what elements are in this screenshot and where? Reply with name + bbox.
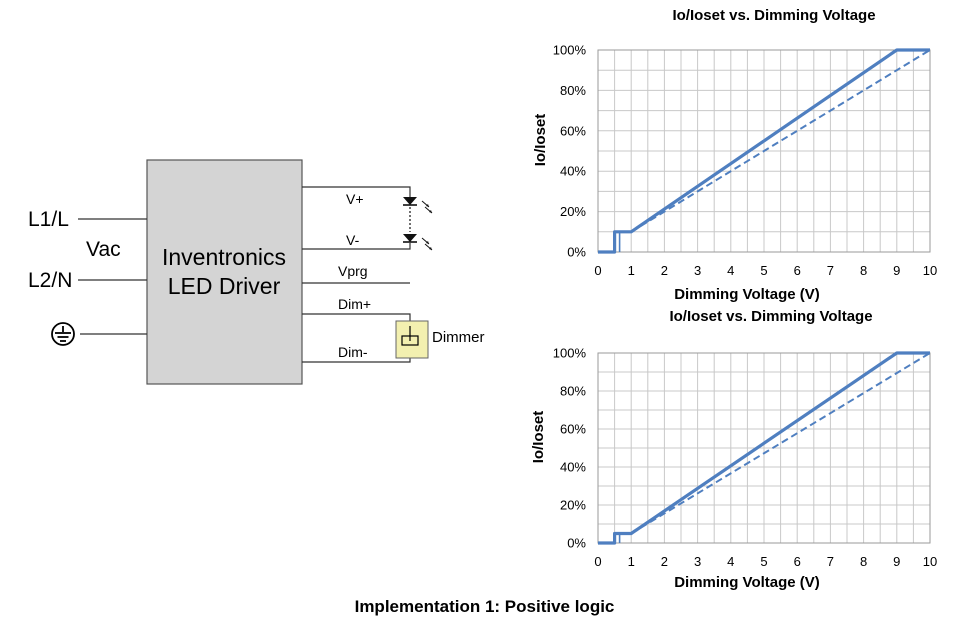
chart-grid [597, 352, 931, 544]
x-tick-label: 0 [594, 554, 601, 569]
dimmer-label: Dimmer [432, 329, 485, 346]
chart-ylabel: Io/Ioset [532, 114, 549, 167]
x-tick-label: 7 [827, 554, 834, 569]
x-tick-label: 10 [923, 263, 937, 278]
earth-ground-icon [51, 322, 75, 346]
chart-series [598, 48, 931, 254]
y-tick-label: 0% [567, 245, 586, 260]
y-tick-label: 100% [553, 346, 587, 361]
chart-xlabel: Dimming Voltage (V) [674, 286, 820, 303]
y-tick-label: 60% [560, 422, 586, 437]
vplus-wire [302, 186, 411, 197]
y-tick-label: 80% [560, 83, 586, 98]
x-tick-label: 5 [760, 554, 767, 569]
chart-top: Io/Ioset vs. Dimming Voltage Io/Ioset Di… [532, 7, 937, 303]
x-tick-label: 8 [860, 263, 867, 278]
series-line-solid [598, 351, 930, 545]
chart-grid [597, 49, 931, 253]
wiring-diagram: Inventronics LED Driver L1/L Vac L2/N V+… [28, 159, 485, 385]
y-tick-label: 40% [560, 164, 586, 179]
y-tick-label: 20% [560, 204, 586, 219]
chart-bottom: Io/Ioset vs. Dimming Voltage Io/Ioset Di… [530, 308, 937, 591]
vminus-label: V- [346, 232, 360, 248]
x-tick-label: 5 [760, 263, 767, 278]
vminus-wire [302, 243, 411, 250]
x-tick-label: 10 [923, 554, 937, 569]
chart-title: Io/Ioset vs. Dimming Voltage [669, 308, 872, 325]
led-icon [403, 234, 433, 251]
y-tick-label: 80% [560, 384, 586, 399]
x-tick-label: 9 [893, 263, 900, 278]
y-tick-label: 60% [560, 123, 586, 138]
chart-ylabel: Io/Ioset [530, 411, 547, 464]
dimmer-box [395, 320, 429, 359]
dimplus-label: Dim+ [338, 296, 371, 312]
series-line-solid [598, 48, 930, 254]
led-driver-box [146, 159, 303, 385]
x-tick-label: 6 [794, 554, 801, 569]
x-tick-label: 1 [628, 263, 635, 278]
vplus-label: V+ [346, 191, 364, 207]
chart-title: Io/Ioset vs. Dimming Voltage [672, 7, 875, 24]
potentiometer-icon [401, 326, 419, 346]
chart-xlabel: Dimming Voltage (V) [674, 574, 820, 591]
series-line-dashed [630, 49, 931, 233]
x-tick-label: 2 [661, 263, 668, 278]
vprg-label: Vprg [338, 263, 368, 279]
caption-rest: : Positive logic [494, 597, 615, 616]
x-tick-label: 7 [827, 263, 834, 278]
x-tick-label: 0 [594, 263, 601, 278]
driver-name-line2: LED Driver [168, 273, 281, 299]
y-tick-label: 0% [567, 536, 586, 551]
driver-name-line1: Inventronics [162, 244, 286, 270]
y-tick-label: 40% [560, 460, 586, 475]
led-string [403, 197, 433, 251]
plot-area-border [597, 352, 931, 544]
y-tick-label: 100% [553, 43, 587, 58]
x-tick-label: 4 [727, 554, 734, 569]
plot-area-border [597, 49, 931, 253]
x-tick-label: 1 [628, 554, 635, 569]
dimminus-label: Dim- [338, 344, 368, 360]
vac-label: Vac [86, 238, 121, 261]
series-line-dashed [630, 352, 931, 535]
x-tick-label: 3 [694, 263, 701, 278]
x-tick-label: 8 [860, 554, 867, 569]
x-tick-label: 6 [794, 263, 801, 278]
x-tick-label: 4 [727, 263, 734, 278]
figure-caption: Implementation 1: Positive logic [0, 597, 969, 617]
l2-label: L2/N [28, 269, 72, 292]
dimplus-wire [302, 313, 411, 322]
caption-bold: Implementation 1 [354, 597, 495, 616]
y-tick-label: 20% [560, 498, 586, 513]
x-tick-label: 2 [661, 554, 668, 569]
chart-series [598, 351, 931, 545]
led-icon [403, 197, 433, 214]
l1-label: L1/L [28, 208, 69, 231]
x-tick-label: 3 [694, 554, 701, 569]
x-tick-label: 9 [893, 554, 900, 569]
